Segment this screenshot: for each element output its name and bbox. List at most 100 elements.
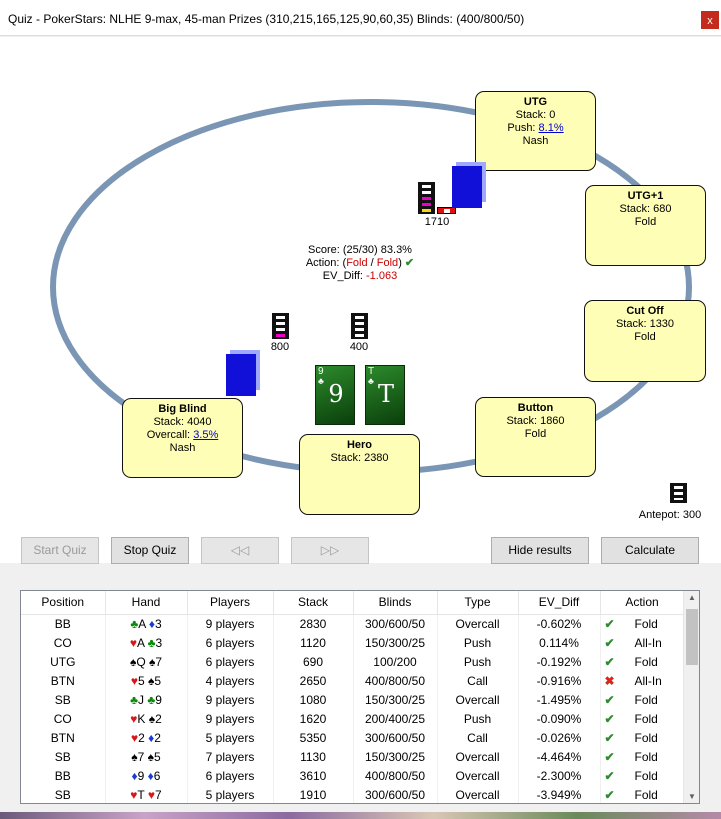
card-suit-icon: ♥: [129, 635, 137, 650]
result-panel: Score: (25/30) 83.3% Action: (Fold / Fol…: [280, 244, 440, 283]
cell-blinds: 300/600/50: [353, 728, 438, 747]
check-icon: ✔: [404, 257, 415, 269]
cell-hand: ♥5 ♠5: [105, 671, 188, 690]
card-suit-icon: ♥: [130, 711, 138, 726]
cell-blinds: 300/600/50: [353, 785, 438, 803]
cell-stack: 5350: [273, 728, 354, 747]
column-header[interactable]: Hand: [105, 591, 188, 615]
action-label: Fold: [634, 654, 658, 669]
column-header[interactable]: EV_Diff: [518, 591, 601, 615]
overcall-percent-link[interactable]: 3.5%: [193, 429, 219, 441]
chip-stack-icon: [272, 313, 289, 339]
cell-type: Overcall: [437, 766, 519, 785]
ev-diff-value: -1.063: [366, 270, 398, 282]
check-icon: ✔: [604, 654, 615, 669]
bet-utg: 1710: [424, 216, 450, 228]
poker-table-canvas: UTG Stack: 0 Push: 8.1% Nash UTG+1 Stack…: [0, 37, 721, 563]
cell-position: CO: [21, 633, 106, 652]
cell-blinds: 400/800/50: [353, 671, 438, 690]
cell-type: Overcall: [437, 747, 519, 766]
cell-stack: 1620: [273, 709, 354, 728]
score-text: Score: (25/30) 83.3%: [308, 244, 412, 256]
card-rank: 5: [138, 673, 145, 688]
scroll-up-icon[interactable]: ▲: [688, 593, 696, 602]
card-rank: 3: [155, 635, 163, 650]
cell-stack: 1910: [273, 785, 354, 803]
cell-stack: 690: [273, 652, 354, 671]
column-header[interactable]: Type: [437, 591, 519, 615]
cell-ev-diff: -0.602%: [518, 614, 601, 633]
check-icon: ✔: [604, 711, 615, 726]
check-icon: ✔: [604, 730, 615, 745]
cell-action: ✔Fold: [600, 728, 685, 747]
card-suit-icon: ♣: [147, 692, 156, 707]
cell-type: Call: [437, 671, 519, 690]
check-icon: ✔: [604, 768, 615, 783]
action-label: All-In: [634, 673, 662, 688]
scroll-down-icon[interactable]: ▼: [688, 792, 696, 801]
seat-hero: Hero Stack: 2380: [299, 434, 420, 515]
card-rank: 5: [154, 673, 162, 688]
seat-big-blind: Big Blind Stack: 4040 Overcall: 3.5% Nas…: [122, 398, 243, 478]
card-rank: K: [137, 711, 146, 726]
check-icon: ✔: [604, 616, 615, 631]
seat-name: Hero: [346, 439, 373, 451]
chip-red-icon: [437, 207, 456, 214]
cell-action: ✔Fold: [600, 785, 685, 803]
cell-players: 9 players: [187, 614, 274, 633]
column-header[interactable]: Stack: [273, 591, 354, 615]
cell-type: Call: [437, 728, 519, 747]
cell-position: CO: [21, 709, 106, 728]
next-button[interactable]: ▷▷: [291, 537, 369, 564]
close-button[interactable]: x: [700, 10, 720, 30]
scroll-thumb[interactable]: [686, 609, 698, 665]
antepot-chip-icon: [670, 483, 687, 503]
cell-blinds: 100/200: [353, 652, 438, 671]
card-suit-icon: ♦: [148, 730, 155, 745]
push-percent-link[interactable]: 8.1%: [538, 122, 564, 134]
vertical-scrollbar[interactable]: ▲ ▼: [683, 591, 699, 803]
card-rank: J: [137, 692, 144, 707]
cell-position: SB: [21, 690, 106, 709]
cell-position: SB: [21, 785, 106, 803]
cell-blinds: 150/300/25: [353, 633, 438, 652]
card-suit-icon: ♠: [131, 749, 138, 764]
column-header[interactable]: Action: [600, 591, 685, 615]
cell-type: Overcall: [437, 614, 519, 633]
card-suit-icon: ♦: [148, 616, 155, 631]
hide-results-button[interactable]: Hide results: [491, 537, 589, 564]
cell-action: ✔Fold: [600, 747, 685, 766]
cell-ev-diff: -0.090%: [518, 709, 601, 728]
cell-type: Push: [437, 652, 519, 671]
cell-stack: 3610: [273, 766, 354, 785]
cell-ev-diff: -4.464%: [518, 747, 601, 766]
cell-position: SB: [21, 747, 106, 766]
seat-action: Fold: [634, 216, 657, 228]
column-header[interactable]: Players: [187, 591, 274, 615]
card-rank: T: [137, 787, 145, 802]
hero-card-1: 9♣9: [315, 365, 355, 425]
card-rank: 9: [137, 768, 145, 783]
seat-name: Cut Off: [626, 305, 664, 317]
previous-button[interactable]: ◁◁: [201, 537, 279, 564]
column-header[interactable]: Blinds: [353, 591, 438, 615]
cell-players: 5 players: [187, 785, 274, 803]
action-label: Fold: [634, 711, 658, 726]
check-icon: ✔: [604, 787, 615, 802]
stop-quiz-button[interactable]: Stop Quiz: [111, 537, 189, 564]
cell-stack: 2650: [273, 671, 354, 690]
column-header[interactable]: Position: [21, 591, 106, 615]
calculate-button[interactable]: Calculate: [601, 537, 699, 564]
card-rank: 7: [155, 787, 162, 802]
start-quiz-button[interactable]: Start Quiz: [21, 537, 99, 564]
